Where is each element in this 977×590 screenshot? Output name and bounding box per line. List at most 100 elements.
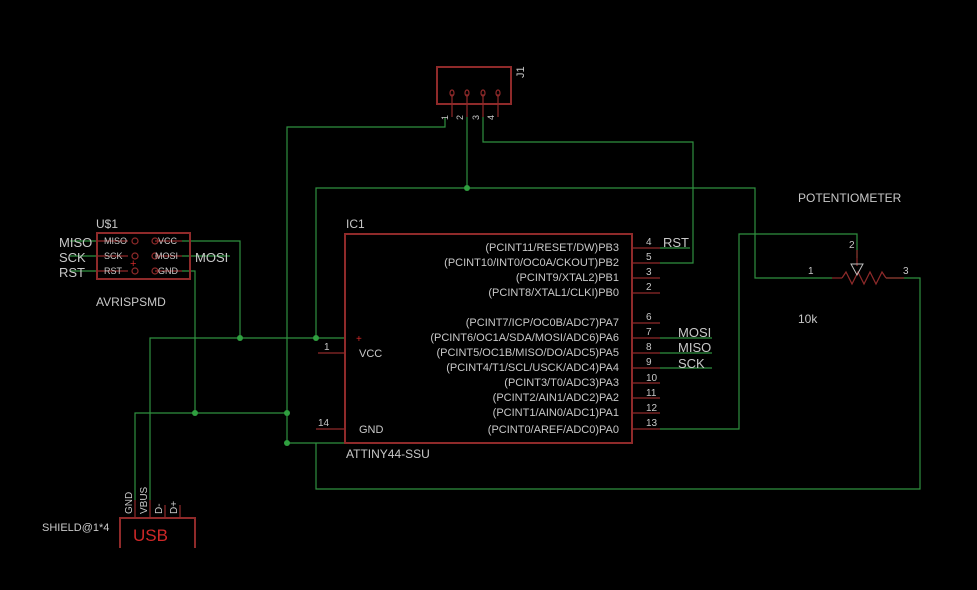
isp-pad bbox=[131, 267, 139, 275]
junction-vcc-top bbox=[464, 185, 470, 191]
ic1-pin-label: (PCINT9/XTAL2)PB1 bbox=[516, 272, 619, 284]
j1-name: J1 bbox=[515, 66, 527, 78]
ic1-pin-num: 3 bbox=[646, 267, 652, 278]
j1-pin-3 bbox=[480, 89, 486, 117]
ic1-pin-label: (PCINT6/OC1A/SDA/MOSI/ADC6)PA6 bbox=[430, 332, 619, 344]
ic1-pin-label: (PCINT1/AIN0/ADC1)PA1 bbox=[493, 407, 619, 419]
isp-pin-label: GND bbox=[158, 266, 179, 276]
wire-vcc bbox=[315, 117, 468, 339]
j1-pin-1 bbox=[449, 89, 455, 117]
pot-pin-num: 3 bbox=[903, 266, 909, 277]
isp-header-u1: U$1 AVRISPSMD + MISO SCK RST VCC MOSI GN… bbox=[59, 217, 228, 309]
ic1-pin-num: 1 bbox=[324, 342, 330, 353]
junctions bbox=[192, 185, 470, 446]
ic1-pin-label: (PCINT2/AIN1/ADC2)PA2 bbox=[493, 392, 619, 404]
potentiometer: POTENTIOMETER 10k 1 2 3 bbox=[798, 191, 909, 326]
j1-body bbox=[436, 66, 512, 105]
isp-pin-label: RST bbox=[104, 266, 123, 276]
isp-pin-label: MOSI bbox=[155, 251, 178, 261]
ic1-right-pins bbox=[632, 247, 660, 430]
wires bbox=[70, 117, 921, 500]
usb-connector: USB SHIELD@1*4 GND VBUS D- D+ bbox=[42, 486, 196, 548]
usb-label: USB bbox=[133, 526, 168, 545]
ic1-pin-num: 6 bbox=[646, 312, 652, 323]
j1-pin-4 bbox=[495, 89, 501, 117]
wire-vcc-usb bbox=[149, 337, 240, 500]
ic1-pin-num: 4 bbox=[646, 237, 652, 248]
ic1-pin-label: (PCINT10/INT0/OC0A/CKOUT)PB2 bbox=[444, 257, 619, 269]
pot-value: 10k bbox=[798, 312, 818, 326]
ic1-pin-num: 10 bbox=[646, 373, 658, 384]
usb-shield-label: SHIELD@1*4 bbox=[42, 522, 109, 534]
wire-pot-gnd bbox=[315, 277, 921, 490]
isp-pin-label: SCK bbox=[104, 251, 123, 261]
pot-wiper-arrow bbox=[850, 263, 864, 277]
junction-vcc-ic bbox=[313, 335, 319, 341]
isp-pin-label: MISO bbox=[104, 236, 127, 246]
isp-pad bbox=[131, 237, 139, 245]
ic1-pin-label: (PCINT11/RESET/DW)PB3 bbox=[485, 242, 619, 254]
ic1-pin-num: 7 bbox=[646, 327, 652, 338]
ic1-net-label-sck: SCK bbox=[678, 356, 705, 371]
usb-body bbox=[119, 517, 196, 548]
ic1-net-label-rst: RST bbox=[663, 235, 689, 250]
ic1-value: ATTINY44-SSU bbox=[346, 447, 430, 461]
wire-pot-pa0 bbox=[660, 233, 858, 430]
wire-gnd-usb bbox=[134, 412, 195, 500]
isp-name: U$1 bbox=[96, 217, 118, 231]
isp-pin-label: VCC bbox=[158, 236, 178, 246]
wire-gnd bbox=[286, 117, 446, 444]
isp-center-mark: + bbox=[130, 258, 136, 270]
isp-pad bbox=[151, 252, 159, 260]
isp-pad bbox=[151, 267, 159, 275]
isp-net-label-miso: MISO bbox=[59, 235, 92, 250]
wire-j1-pb2 bbox=[482, 117, 694, 264]
isp-net-label-mosi: MOSI bbox=[195, 250, 228, 265]
connector-j1: J1 1 2 3 4 bbox=[436, 66, 527, 120]
ic1-pin-label: VCC bbox=[359, 348, 382, 360]
j1-pin-num: 1 bbox=[440, 115, 450, 120]
isp-net-label-sck: SCK bbox=[59, 250, 86, 265]
isp-body bbox=[96, 232, 191, 280]
pot-pin-num: 1 bbox=[808, 266, 814, 277]
ic1-pin-label: (PCINT4/T1/SCL/USCK/ADC4)PA4 bbox=[446, 362, 619, 374]
ic1-pin-num: 14 bbox=[318, 418, 330, 429]
isp-pad bbox=[131, 252, 139, 260]
junction-gnd-mid bbox=[192, 410, 198, 416]
j1-pin-2 bbox=[464, 89, 470, 117]
junction-gnd-ic bbox=[284, 410, 290, 416]
j1-pin-num: 3 bbox=[471, 115, 481, 120]
ic1-pin-num: 13 bbox=[646, 418, 658, 429]
pot-resistor-zigzag bbox=[841, 270, 887, 286]
ic1-pin-label: (PCINT8/XTAL1/CLKI)PB0 bbox=[488, 287, 619, 299]
j1-pin-num: 4 bbox=[486, 115, 496, 120]
ic1-pin-label: GND bbox=[359, 424, 384, 436]
pot-name: POTENTIOMETER bbox=[798, 191, 902, 205]
isp-value: AVRISPSMD bbox=[96, 295, 166, 309]
ic1-pin-num: 9 bbox=[646, 357, 652, 368]
ic1-pin-num: 11 bbox=[646, 388, 657, 399]
ic1-plus-mark: + bbox=[356, 334, 362, 345]
wire-gnd-isp bbox=[182, 270, 287, 414]
junction-vcc-mid bbox=[237, 335, 243, 341]
ic1-pin-label: (PCINT3/T0/ADC3)PA3 bbox=[504, 377, 619, 389]
ic1-pin-num: 2 bbox=[646, 282, 652, 293]
ic1-pin-num: 8 bbox=[646, 342, 652, 353]
usb-pin-label: VBUS bbox=[139, 486, 150, 514]
isp-pad bbox=[151, 237, 159, 245]
usb-pin-label: D+ bbox=[169, 501, 180, 514]
ic1-pin-label: (PCINT7/ICP/OC0B/ADC7)PA7 bbox=[466, 317, 619, 329]
ic1-attiny44: IC1 ATTINY44-SSU + 1 VCC 14 GND (PCINT11… bbox=[316, 217, 711, 461]
ic1-pin-num: 12 bbox=[646, 403, 658, 414]
pot-pin-num: 2 bbox=[849, 240, 855, 251]
ic1-pin-num: 5 bbox=[646, 252, 652, 263]
ic1-pin-label: (PCINT5/OC1B/MISO/DO/ADC5)PA5 bbox=[436, 347, 619, 359]
usb-pin-label: D- bbox=[154, 503, 165, 514]
ic1-pin-label: (PCINT0/AREF/ADC0)PA0 bbox=[488, 424, 619, 436]
ic1-net-label-mosi: MOSI bbox=[678, 325, 711, 340]
ic1-name: IC1 bbox=[346, 217, 365, 231]
j1-pin-num: 2 bbox=[455, 115, 465, 120]
wire-vcc-pot bbox=[467, 187, 832, 279]
wire-vcc-isp bbox=[182, 240, 316, 339]
